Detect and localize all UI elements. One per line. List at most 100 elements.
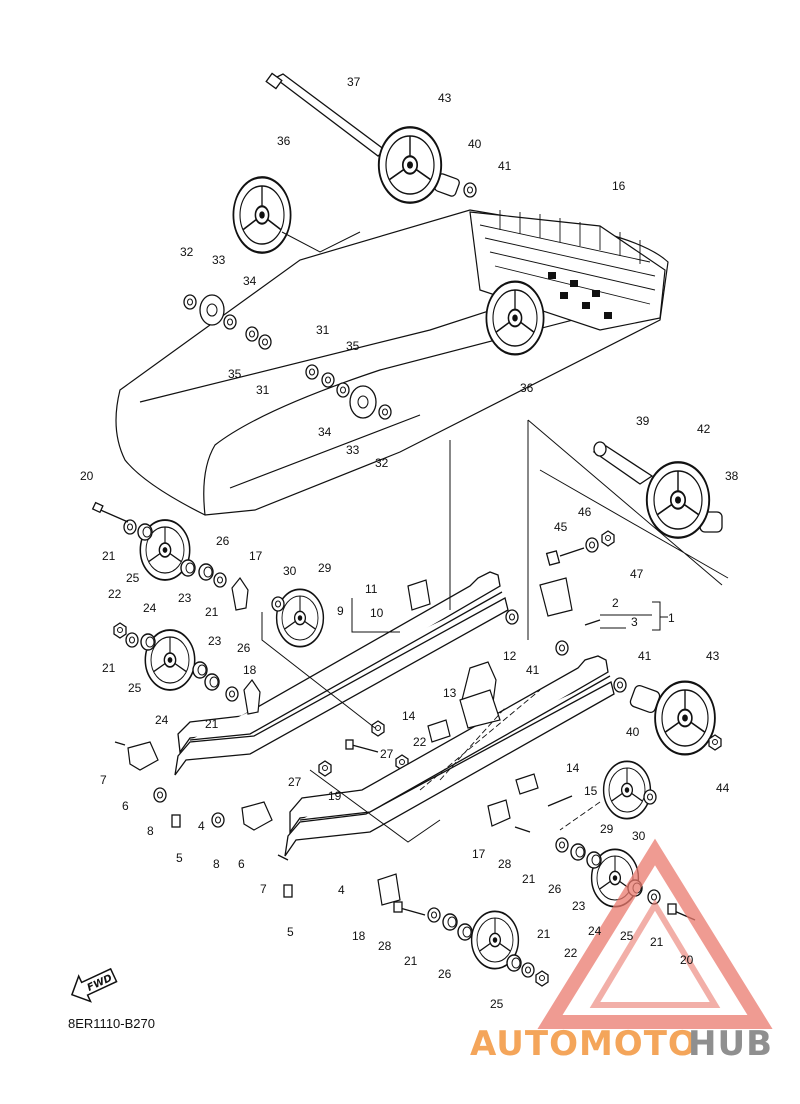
part-label-p9: 9 [337, 604, 344, 618]
nut-22-b [371, 720, 385, 737]
part-label-p34a: 34 [243, 274, 257, 288]
part-label-p41c: 41 [638, 649, 652, 663]
washer-30-b [643, 789, 657, 805]
part-label-p25c: 25 [620, 929, 634, 943]
part-label-p41a: 41 [498, 159, 512, 173]
nut-44 [708, 734, 722, 751]
part-label-p4b: 4 [338, 883, 345, 897]
part-label-p45: 45 [554, 520, 568, 534]
washer-30-a [271, 596, 285, 612]
part-label-p36a: 36 [277, 134, 291, 148]
part-label-p21a: 21 [102, 549, 116, 563]
nut-22-a [113, 622, 127, 639]
part-label-p21g: 21 [404, 954, 418, 968]
part-label-p19: 19 [328, 789, 342, 803]
rear-shaft [592, 441, 654, 485]
collar-26-c [570, 843, 586, 861]
part-label-p36b: 36 [520, 381, 534, 395]
part-label-p8b: 8 [213, 857, 220, 871]
part-label-p25b: 25 [128, 681, 142, 695]
collar-26-b [204, 673, 220, 691]
part-label-p33a: 33 [212, 253, 226, 267]
part-label-p31b: 31 [316, 323, 330, 337]
washer-32-b [378, 404, 392, 420]
part-label-p7a: 7 [100, 773, 107, 787]
washer-21-d [225, 686, 239, 702]
part-label-p23b: 23 [208, 634, 222, 648]
wheel-42 [645, 461, 711, 539]
part-label-p46: 46 [578, 505, 592, 519]
collar-26-a [198, 563, 214, 581]
part-label-p43a: 43 [438, 91, 452, 105]
part-label-p26b: 26 [237, 641, 251, 655]
wheel-43-bottom [653, 680, 717, 756]
washer-41-top [463, 182, 477, 198]
washer-8-b [211, 812, 225, 828]
watermark-hub: HUB [688, 1024, 773, 1064]
part-label-p22b: 22 [413, 735, 427, 749]
nut-47 [601, 530, 615, 547]
part-label-p27a: 27 [380, 747, 394, 761]
washer-35-b [321, 372, 335, 388]
part-label-p10: 10 [370, 606, 384, 620]
part-label-p1: 1 [668, 611, 675, 625]
washer-21-c [125, 632, 139, 648]
part-label-p14a: 14 [402, 709, 416, 723]
part-label-p17b: 17 [472, 847, 486, 861]
part-label-p22a: 22 [108, 587, 122, 601]
part-label-p17a: 17 [249, 549, 263, 563]
part-label-p33b: 33 [346, 443, 360, 457]
collar-26-d [442, 913, 458, 931]
collar-25-a [137, 523, 153, 541]
part-label-p31a: 31 [256, 383, 270, 397]
washer-21-a [123, 519, 137, 535]
part-label-p32b: 32 [375, 456, 389, 470]
part-label-p42: 42 [697, 422, 711, 436]
watermark-auto: AUTOMOTO [470, 1024, 698, 1064]
washer-41-c [613, 677, 627, 693]
wheel-43-top [377, 126, 443, 204]
wheel-33-b [349, 385, 377, 419]
part-label-p40b: 40 [626, 725, 640, 739]
part-label-p11: 11 [365, 582, 378, 596]
part-label-p38: 38 [725, 469, 739, 483]
part-label-p30a: 30 [283, 564, 297, 578]
part-label-p6b: 6 [238, 857, 245, 871]
nut-22-c [535, 970, 549, 987]
part-label-p41b: 41 [526, 663, 540, 677]
part-label-p21c: 21 [102, 661, 116, 675]
collar-23-d [457, 923, 473, 941]
part-label-p6a: 6 [122, 799, 129, 813]
part-label-p37a: 37 [347, 75, 361, 89]
part-labels: 3743404136163233343531313534333236394238… [80, 75, 739, 1011]
part-label-p5b: 5 [287, 925, 294, 939]
part-label-p20a: 20 [80, 469, 94, 483]
part-label-p21f: 21 [650, 935, 664, 949]
part-label-p21b: 21 [205, 605, 219, 619]
washer-31-b [305, 364, 319, 380]
part-label-p4a: 4 [198, 819, 205, 833]
part-label-p32a: 32 [180, 245, 194, 259]
part-label-p30b: 30 [632, 829, 646, 843]
washer-8-a [153, 787, 167, 803]
nut-27-a [318, 760, 332, 777]
part-label-p35b: 35 [346, 339, 360, 353]
collar-23-c [586, 851, 602, 869]
part-label-p20b: 20 [680, 953, 694, 967]
part-label-p23c: 23 [572, 899, 586, 913]
leader-lines [261, 231, 729, 843]
washer-46 [585, 537, 599, 553]
washer-31-a [258, 334, 272, 350]
part-label-p26a: 26 [216, 534, 230, 548]
part-label-p24a: 24 [143, 601, 157, 615]
wheel-36-mid [485, 280, 545, 356]
part-label-p44: 44 [716, 781, 730, 795]
wheel-29-a [275, 588, 325, 648]
brackets [127, 576, 573, 906]
part-label-p29b: 29 [600, 822, 614, 836]
washer-34-a [223, 314, 237, 330]
part-label-p26c: 26 [548, 882, 562, 896]
fwd-arrow-icon: FWD [70, 967, 118, 1003]
part-label-p16: 16 [612, 179, 626, 193]
